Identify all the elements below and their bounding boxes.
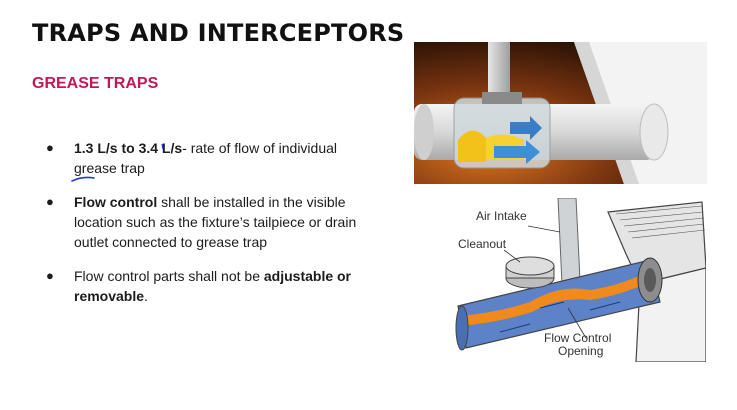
bullet-list: ● 1.3 L/s to 3.4 L/s- rate of flow of in… — [46, 138, 381, 320]
slide-title: TRAPS AND INTERCEPTORS — [32, 19, 405, 47]
flow-control-text: shall be installed in the visible locati… — [74, 194, 357, 250]
flow-parts-text: Flow control parts shall not be — [74, 268, 264, 284]
bullet-flow-control: ● Flow control shall be installed in the… — [46, 192, 381, 252]
label-air-intake: Air Intake — [476, 209, 527, 223]
bullet-flow-parts: ● Flow control parts shall not be adjust… — [46, 266, 381, 306]
flow-parts-term: adjustable or removable — [74, 268, 352, 304]
flow-rate-text: - rate of flow of individual grease trap — [74, 140, 338, 176]
flow-parts-end: . — [144, 288, 148, 304]
flow-rate-value: 1.3 L/s to 3.4 L/s — [74, 140, 183, 156]
pen-tick — [161, 143, 164, 150]
label-opening: Opening — [558, 344, 603, 358]
bullet-icon: ● — [46, 140, 54, 155]
bullet-flow-rate: ● 1.3 L/s to 3.4 L/s- rate of flow of in… — [46, 138, 381, 178]
bullet-icon: ● — [46, 268, 54, 283]
flow-control-term: Flow control — [74, 194, 158, 210]
section-subtitle: GREASE TRAPS — [32, 75, 159, 92]
flow-control-diagram: Air Intake Cleanout Flow Control Opening — [440, 198, 706, 362]
label-flow-control: Flow Control — [544, 331, 611, 345]
pipe-cutaway-image — [414, 42, 707, 184]
label-cleanout: Cleanout — [458, 237, 507, 251]
bullet-icon: ● — [46, 194, 54, 209]
pen-annotation — [71, 176, 95, 182]
